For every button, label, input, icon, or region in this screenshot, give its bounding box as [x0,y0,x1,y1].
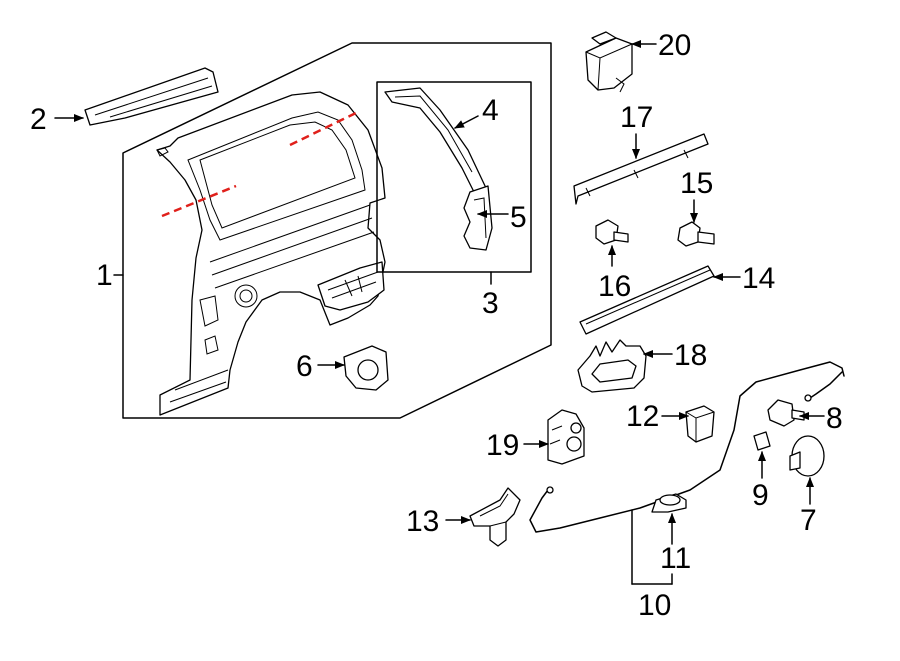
part-15-clip [677,221,715,247]
callout-12-label: 12 [626,400,659,433]
callout-5-label: 5 [510,201,527,234]
callout-11-label: 11 [660,542,691,575]
callout-10-label: 10 [638,589,671,622]
quarter-panel-drawing [156,91,386,416]
callout-19-label: 19 [486,429,519,462]
callout-4-label: 4 [482,94,499,127]
part-4-pillar [384,87,487,201]
callout-4-arrow [454,115,479,129]
callout-6-label: 6 [296,350,313,383]
subassembly-3-frame [376,81,532,273]
callout-14-label: 14 [742,262,775,295]
part-5-bracket [463,185,493,251]
callout-16-label: 16 [598,270,631,303]
part-2-rail [84,67,219,126]
part-16-clip [595,219,629,245]
callout-17-label: 17 [620,101,653,134]
callout-3-label: 3 [482,287,499,320]
part-6-housing [343,345,389,391]
callout-2-label: 2 [30,103,47,136]
callout-8-label: 8 [826,402,843,435]
part-9-bumper [753,431,771,451]
callout-20-label: 20 [658,29,691,62]
callout-1-label: 1 [96,259,113,292]
part-17-strip [573,133,709,205]
part-8-grommet [767,399,805,427]
part-13-bracket [469,487,521,547]
part-11-clip [651,493,687,513]
part-18-gasket [577,339,647,393]
callout-13-label: 13 [406,505,439,538]
part-19-lock [547,409,585,465]
part-20-module [585,31,633,93]
callout-9-label: 9 [752,479,769,512]
quarter-panel-frame [122,42,552,419]
part-7-fuel-door [789,435,825,477]
part-12-actuator [685,405,715,443]
callout-15-label: 15 [680,167,713,200]
callout-7-label: 7 [800,504,817,537]
callout-18-label: 18 [674,339,707,372]
part-10-release-cable [529,361,845,533]
cut-line-lower [161,184,237,218]
